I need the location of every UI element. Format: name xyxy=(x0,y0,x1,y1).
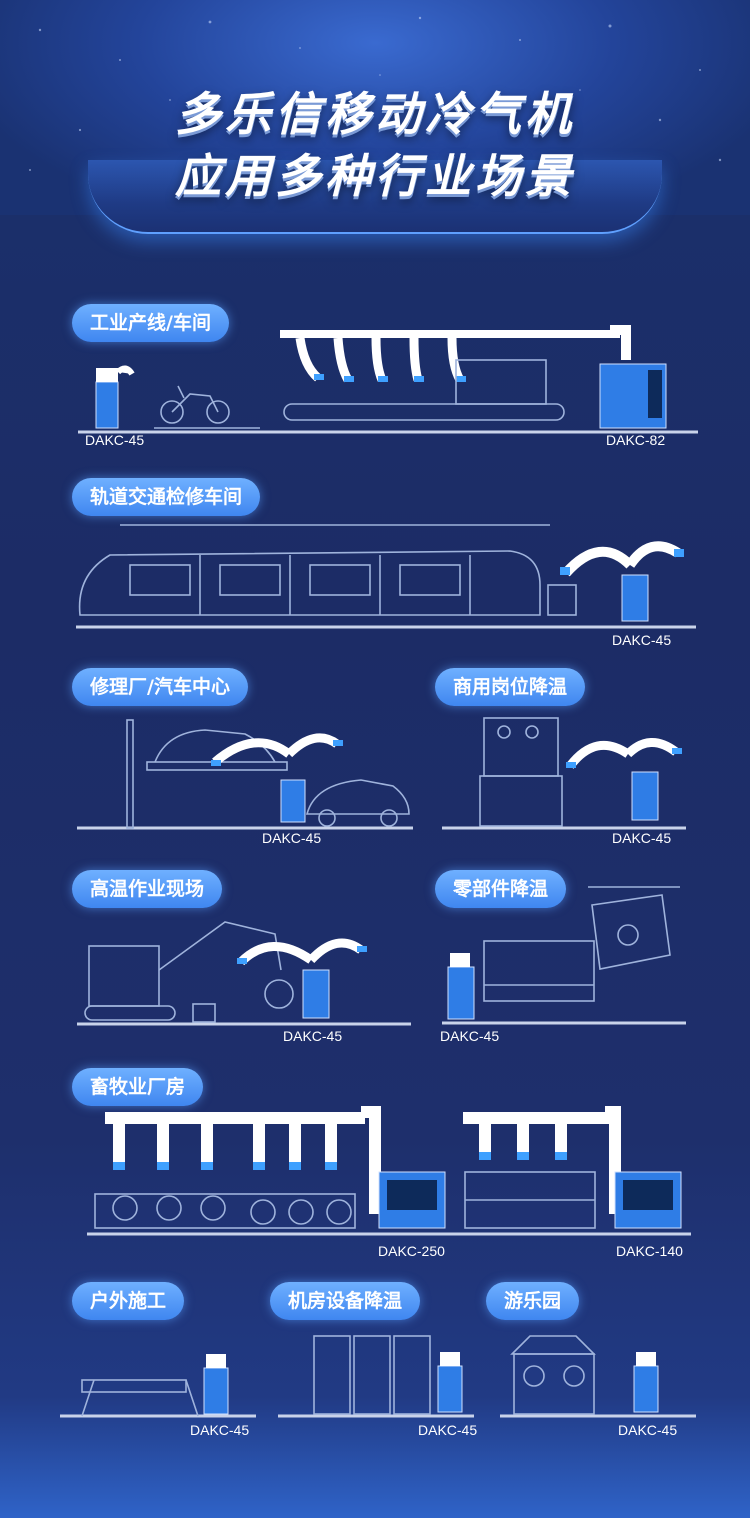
high-temp-site-illustration xyxy=(77,921,411,1026)
industrial-line-illustration xyxy=(78,325,698,434)
model-label: DAKC-45 xyxy=(612,830,672,846)
scene-label-amusement-park: 游乐园 xyxy=(486,1282,580,1320)
model-label: DAKC-250 xyxy=(378,1243,445,1259)
scene-label-livestock: 畜牧业厂房 xyxy=(72,1068,204,1106)
scene-label-commercial-post: 商用岗位降温 xyxy=(435,668,586,706)
model-label: DAKC-45 xyxy=(618,1422,678,1438)
model-label: DAKC-45 xyxy=(262,830,322,846)
rail-maintenance-illustration xyxy=(76,524,696,629)
auto-repair-illustration xyxy=(77,719,413,830)
parts-cooling-illustration xyxy=(442,886,686,1025)
page-title-line1: 多乐信移动冷气机 xyxy=(175,87,575,141)
title-plate xyxy=(88,160,662,234)
outdoor-construction-illustration xyxy=(60,1354,256,1418)
scene-label-outdoor-construction: 户外施工 xyxy=(72,1282,185,1320)
model-label: DAKC-45 xyxy=(418,1422,478,1438)
scene-label-parts-cooling: 零部件降温 xyxy=(435,870,567,908)
scene-label-rail-maintenance: 轨道交通检修车间 xyxy=(72,478,261,516)
page-title-line2: 应用多种行业场景 xyxy=(175,149,575,203)
starfield-decoration xyxy=(29,16,722,171)
scene-label-high-temp-site: 高温作业现场 xyxy=(72,870,223,908)
livestock-illustration xyxy=(87,1106,691,1236)
server-room-illustration xyxy=(278,1335,474,1418)
model-label: DAKC-45 xyxy=(440,1028,500,1044)
model-label: DAKC-140 xyxy=(616,1243,683,1259)
scene-label-industrial-line: 工业产线/车间 xyxy=(72,304,229,342)
model-label: DAKC-45 xyxy=(612,632,672,648)
model-label: DAKC-82 xyxy=(606,432,666,448)
commercial-post-illustration xyxy=(442,717,686,830)
scene-label-server-room: 机房设备降温 xyxy=(270,1282,421,1320)
model-label: DAKC-45 xyxy=(283,1028,343,1044)
model-label: DAKC-45 xyxy=(190,1422,250,1438)
amusement-park-illustration xyxy=(500,1335,696,1418)
model-label: DAKC-45 xyxy=(85,432,145,448)
scene-label-auto-repair: 修理厂/汽车中心 xyxy=(72,668,248,706)
